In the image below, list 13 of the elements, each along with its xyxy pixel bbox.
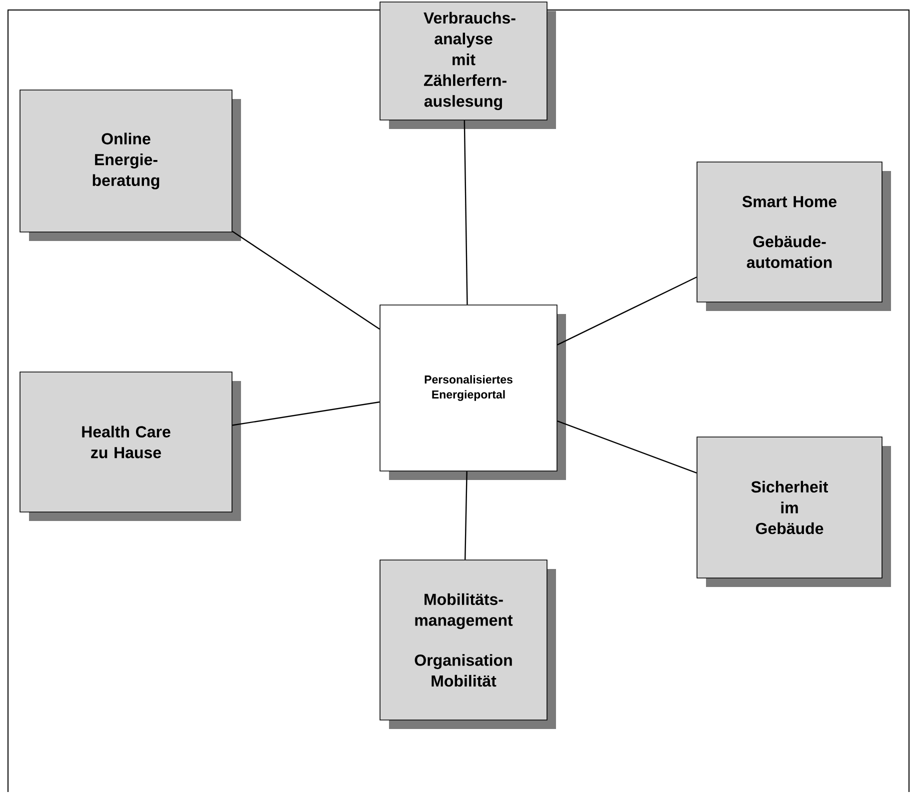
- connector-line: [232, 401, 380, 426]
- connector-line: [464, 471, 468, 560]
- topic-box: Sicherheit im Gebäude: [696, 436, 891, 587]
- connector-line: [557, 276, 697, 346]
- topic-box: Verbrauchs- analyse mit Zählerfern- auslesung: [380, 2, 556, 129]
- topic-box: Online Energie- beratung: [20, 90, 241, 241]
- connector-line: [464, 120, 468, 305]
- connector-line: [232, 230, 380, 330]
- topic-box: Mobilitäts- management Organisation Mobilität: [380, 560, 556, 729]
- topic-box: Smart Home Gebäude- automation: [696, 162, 891, 311]
- connector-line: [557, 420, 697, 474]
- hub-box: Personalisiertes Energieportal: [380, 304, 566, 480]
- topic-box: Health Care zu Hause: [20, 372, 241, 521]
